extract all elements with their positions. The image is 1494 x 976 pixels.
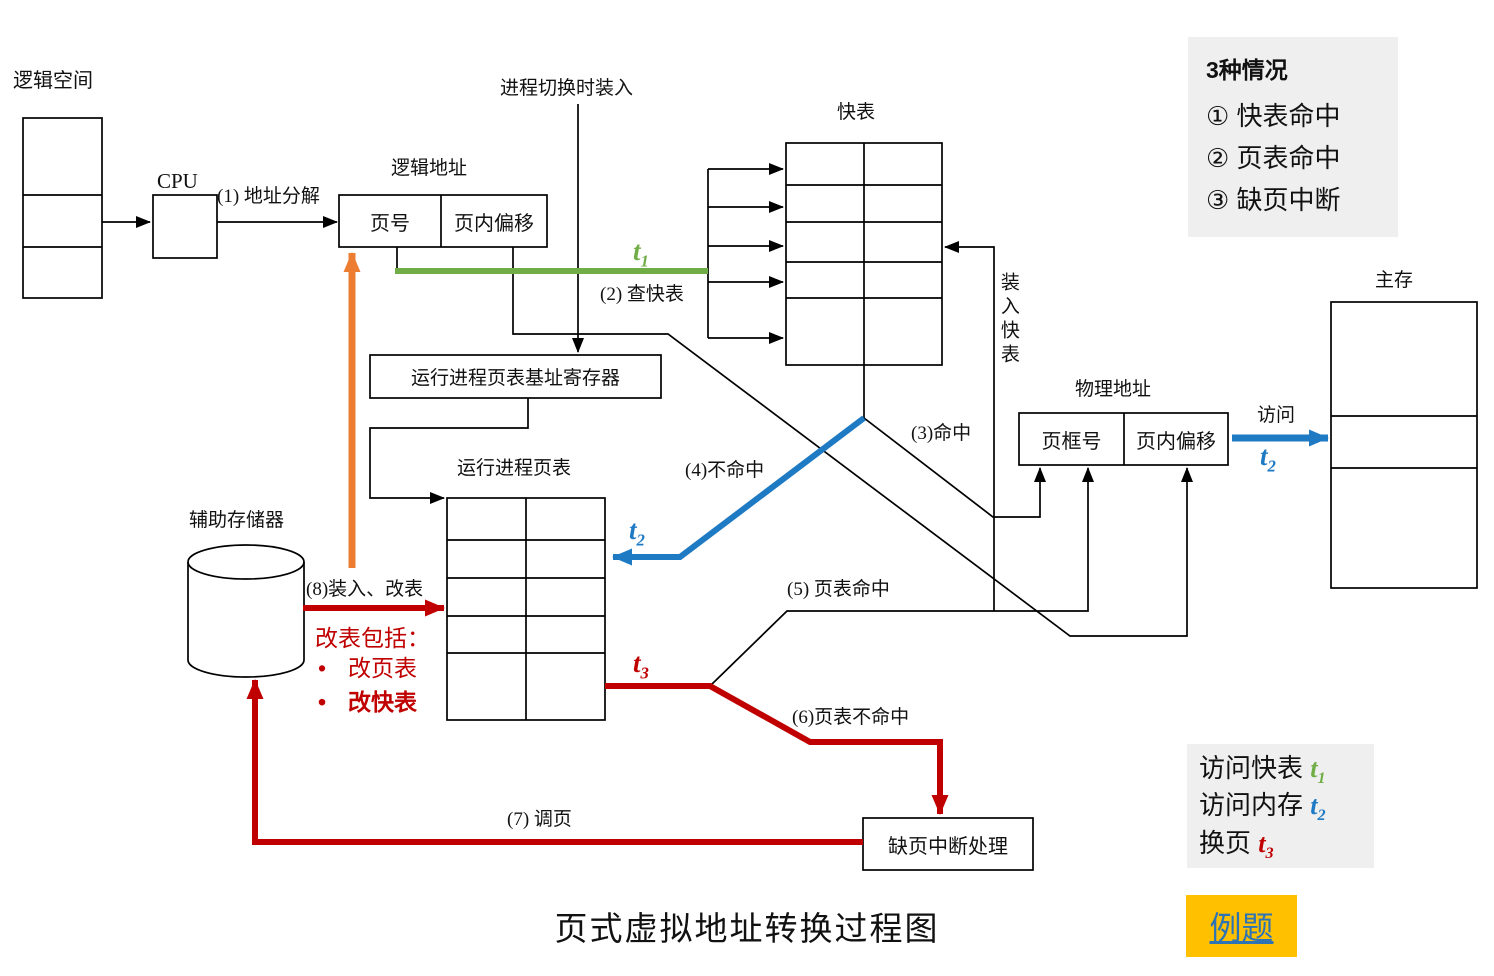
note-item-1: •改页表	[318, 655, 417, 681]
physical-offset-cell: 页内偏移	[1136, 430, 1216, 453]
main-memory-table	[1330, 301, 1478, 589]
tlb-table	[785, 142, 943, 366]
logical-page-number-cell: 页号	[370, 212, 410, 235]
connector-basereg-to-pagetable	[369, 398, 529, 504]
logical-space-label: 逻辑空间	[13, 70, 93, 92]
three-cases-panel: 3种情况 ① 快表命中 ② 页表命中 ③ 缺页中断	[1188, 37, 1398, 237]
tlb-miss-path	[612, 415, 866, 566]
t1-symbol: t1	[633, 236, 649, 271]
access-label: 访问	[1257, 405, 1296, 426]
page-table-table	[446, 497, 606, 721]
step7-label: (7) 调页	[507, 809, 572, 830]
pagetable-miss-path	[605, 683, 949, 815]
step5-label: (5) 页表命中	[787, 579, 890, 600]
case-item-pagetable-hit: ② 页表命中	[1206, 143, 1341, 174]
case-item-page-fault: ③ 缺页中断	[1206, 185, 1341, 216]
page-in-path	[246, 679, 863, 845]
note-title: 改表包括：	[315, 625, 430, 651]
logical-address-box	[338, 194, 548, 248]
fault-handler-box-label: 缺页中断处理	[888, 835, 1008, 858]
cpu-label: CPU	[157, 169, 198, 193]
connector-tlb-feeder	[707, 163, 784, 344]
page-title: 页式虚拟地址转换过程图	[554, 912, 940, 948]
base-register-box	[369, 354, 662, 399]
bullet-icon: •	[318, 655, 327, 681]
aux-storage-label: 辅助存储器	[189, 510, 285, 531]
tlb-label: 快表	[837, 102, 876, 123]
step4-label: (4)不命中	[685, 460, 765, 481]
cpu-box	[152, 194, 218, 259]
exercise-link-button[interactable]: 例题	[1186, 895, 1297, 957]
three-cases-heading: 3种情况	[1206, 57, 1288, 83]
step8-label: (8)装入、改表	[306, 579, 424, 600]
physical-address-label: 物理地址	[1075, 379, 1152, 400]
case-item-tlb-hit: ① 快表命中	[1206, 101, 1341, 131]
legend-access-tlb: 访问快表 t1	[1199, 753, 1326, 788]
logical-space-table	[22, 117, 103, 299]
connector-tlb-hit-to-frame	[863, 417, 1046, 518]
step2-label: (2) 查快表	[600, 284, 684, 305]
note-item-2: •改快表	[318, 689, 417, 715]
step6-label: (6)页表不命中	[792, 707, 910, 728]
step1-label: (1) 地址分解	[217, 186, 320, 207]
main-memory-label: 主存	[1375, 270, 1414, 291]
base-register-box-label: 运行进程页表基址寄存器	[410, 368, 620, 389]
physical-address-box	[1018, 412, 1229, 466]
logical-address-label: 逻辑地址	[391, 158, 468, 179]
step3-label: (3)命中	[911, 423, 972, 444]
page-table-label: 运行进程页表	[457, 458, 572, 479]
timing-legend-panel: 访问快表 t1 访问内存 t2 换页 t3	[1187, 744, 1374, 868]
connector-load-into-tlb	[944, 241, 995, 611]
legend-swap-page: 换页 t3	[1199, 827, 1274, 862]
load-tlb-label: 装入快表	[997, 272, 1019, 368]
frame-number-cell: 页框号	[1041, 430, 1102, 453]
logical-offset-cell: 页内偏移	[454, 212, 534, 235]
connector-pagetable-hit-to-frame	[709, 467, 1094, 687]
connector-offset-to-physical	[512, 247, 1193, 637]
bullet-icon: •	[318, 689, 327, 715]
legend-access-memory: 访问内存 t2	[1199, 790, 1326, 825]
t3-symbol: t3	[633, 648, 649, 683]
aux-storage-cylinder	[187, 544, 305, 678]
t2-symbol-mid: t2	[629, 515, 645, 550]
exercise-link-label[interactable]: 例题	[1209, 910, 1274, 946]
process-switch-label: 进程切换时装入	[500, 78, 634, 99]
t2-symbol-right: t2	[1260, 441, 1276, 476]
